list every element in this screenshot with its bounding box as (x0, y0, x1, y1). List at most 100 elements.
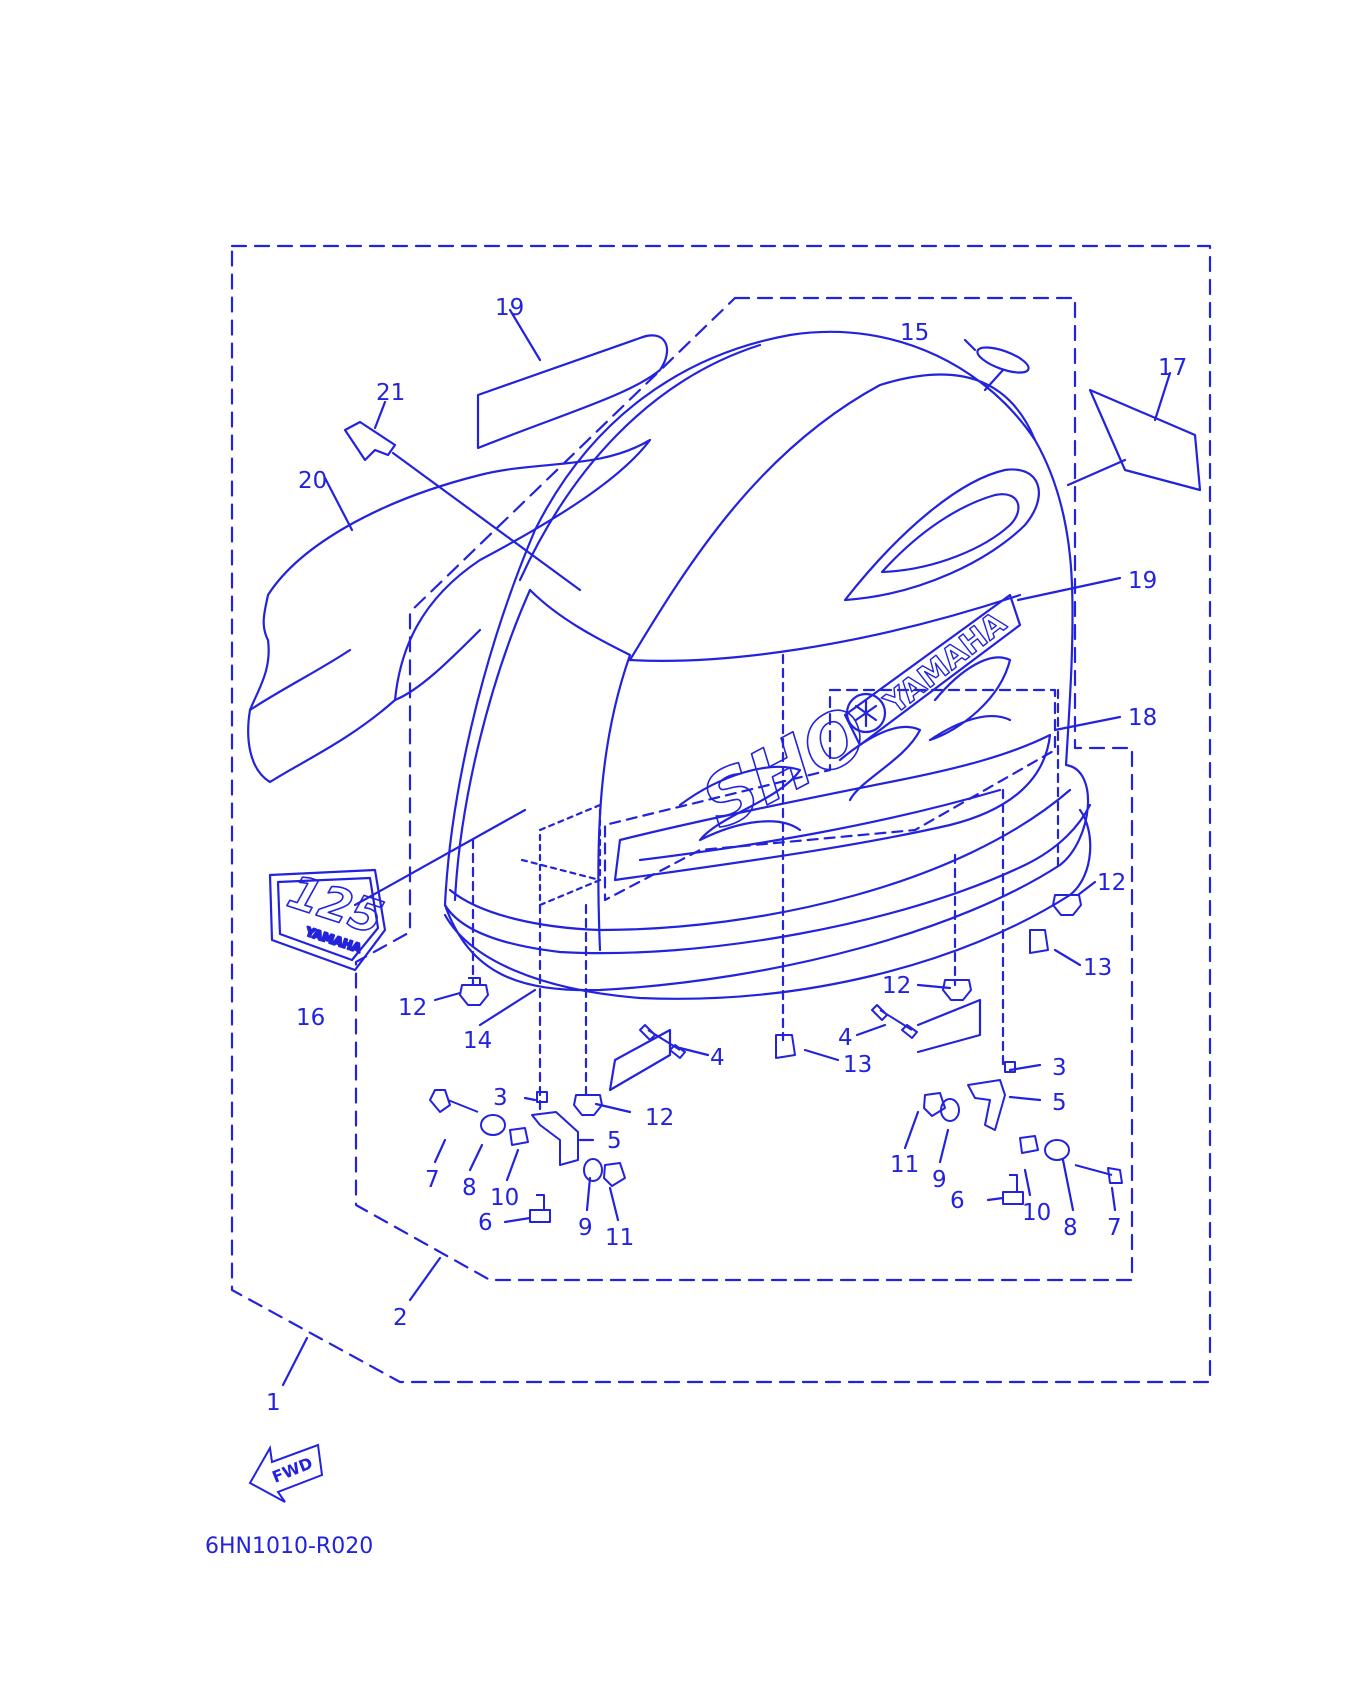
sho-script-text: SHO (689, 689, 881, 845)
decal-19-upper (476, 334, 669, 450)
callout-17: 17 (1158, 355, 1187, 381)
cowling-rear-panel (528, 588, 632, 952)
leader-3a (523, 1096, 537, 1102)
bottom-cowling-seal (443, 808, 1092, 1000)
callout-8: 8 (462, 1175, 477, 1201)
leader-16 (353, 808, 527, 907)
bracket-5a (531, 1111, 579, 1166)
leader-9b (938, 1128, 950, 1164)
leader-10a (505, 1148, 520, 1182)
leader-13a (803, 1048, 840, 1062)
callout-15: 15 (900, 320, 929, 346)
callout-6: 6 (950, 1188, 965, 1214)
leader-4b-bracket (916, 998, 982, 1054)
callout-10: 10 (490, 1185, 519, 1211)
damper-13b (1029, 929, 1049, 954)
yamaha-brand-text: YAMAHA (878, 605, 1014, 722)
top-cowling (443, 330, 1090, 992)
callout-2: 2 (393, 1305, 408, 1331)
callout-21: 21 (376, 380, 405, 406)
leader-7a (433, 1138, 447, 1164)
callout-12: 12 (882, 973, 911, 999)
leader-21 (373, 400, 582, 592)
callout-7: 7 (1107, 1215, 1122, 1241)
bracket-5b (967, 1079, 1006, 1131)
nut-11a (603, 1162, 626, 1187)
leader-1 (281, 1336, 309, 1387)
leader-5b (1008, 1095, 1042, 1102)
drawing-code: 6HN1010-R020 (205, 1534, 373, 1559)
decal-16-badge (268, 868, 387, 972)
air-intake-vent-inner (880, 493, 1020, 574)
collar-8b (1044, 1139, 1070, 1161)
bolt-7b (1074, 1164, 1123, 1184)
nut-11b (923, 1092, 946, 1117)
bushing-10b (1019, 1135, 1039, 1154)
yamaha-tuning-fork-logo (845, 692, 887, 734)
callout-10: 10 (1022, 1200, 1051, 1226)
fwd-label: FWD (269, 1453, 315, 1486)
leader-12d (1076, 880, 1097, 897)
callout-20: 20 (298, 468, 327, 494)
callout-14: 14 (463, 1028, 492, 1054)
bolt-4a (639, 1024, 686, 1059)
leader-17 (1066, 371, 1172, 487)
leader-15 (963, 338, 1005, 392)
callout-5: 5 (1052, 1090, 1067, 1116)
leader-6b (986, 1196, 1005, 1202)
yamaha-brand-decal-outline (843, 593, 1022, 747)
cowling-top-crease (628, 593, 1022, 662)
side-stripe-detail (638, 788, 1002, 862)
grommet-12a (459, 977, 489, 1006)
leader-6a (503, 1216, 532, 1224)
decal-20-panel (247, 438, 652, 784)
assembly-2-boundary (354, 296, 1134, 1282)
side-decal-frame (603, 688, 1057, 902)
callout-4: 4 (710, 1045, 725, 1071)
decal-17-panel (1088, 388, 1202, 492)
leader-12a (433, 991, 462, 1002)
air-intake-vent-outer (843, 468, 1040, 602)
damper-13a (775, 1034, 796, 1059)
decal-20-lower (248, 628, 482, 712)
callout-8: 8 (1063, 1215, 1078, 1241)
leader-4a (678, 1046, 710, 1057)
callout-6: 6 (478, 1210, 493, 1236)
leader-8b (1061, 1158, 1075, 1212)
callout-7: 7 (425, 1167, 440, 1193)
tuning-fork-mark (854, 698, 878, 728)
assembly-1-boundary (230, 244, 1212, 1384)
callout-13: 13 (1083, 955, 1112, 981)
leader-14 (478, 988, 537, 1027)
callout-13: 13 (843, 1052, 872, 1078)
callout-11: 11 (890, 1152, 919, 1178)
callout-19: 19 (495, 295, 524, 321)
cowling-top-line (628, 373, 1037, 662)
leader-19-side (1016, 576, 1122, 602)
callout-19: 19 (1128, 568, 1157, 594)
callout-9: 9 (578, 1215, 593, 1241)
collar-3b (1004, 1061, 1016, 1073)
callout-3: 3 (493, 1085, 508, 1111)
callout-9: 9 (932, 1167, 947, 1193)
callout-11: 11 (605, 1225, 634, 1251)
callout-12: 12 (1097, 870, 1126, 896)
leader-7b (1110, 1186, 1117, 1212)
cowling-rim (443, 803, 1092, 955)
collar-8a (480, 1114, 506, 1136)
cowling-ridge (518, 343, 762, 582)
bolt-4b (871, 1004, 918, 1039)
side-stripe (613, 733, 1052, 882)
cowling-rim-inner (448, 788, 1072, 932)
callout-4: 4 (838, 1025, 853, 1051)
bolt-6b (1002, 1174, 1024, 1205)
grommet-12d (1052, 894, 1082, 916)
leader-11a (608, 1186, 620, 1222)
leader-11b (903, 1110, 920, 1150)
fwd-direction-arrow (248, 1443, 324, 1503)
leader-10b (1023, 1168, 1032, 1197)
bushing-10a (509, 1127, 529, 1146)
leader-12c (916, 983, 952, 990)
callout-12: 12 (398, 995, 427, 1021)
